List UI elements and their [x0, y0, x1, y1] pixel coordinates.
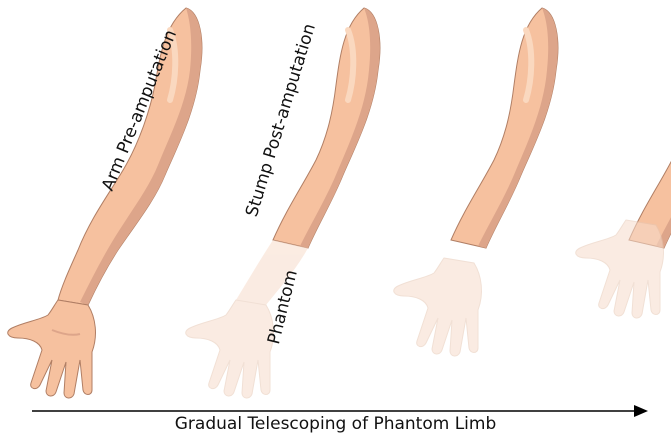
timeline-caption: Gradual Telescoping of Phantom Limb [0, 414, 671, 434]
telescoping-mid-figure [394, 8, 558, 356]
phantom-hand [576, 220, 664, 318]
telescoping-late-figure [576, 8, 671, 318]
arm-pre-amputation-figure [8, 8, 202, 398]
phantom-hand [394, 258, 482, 356]
